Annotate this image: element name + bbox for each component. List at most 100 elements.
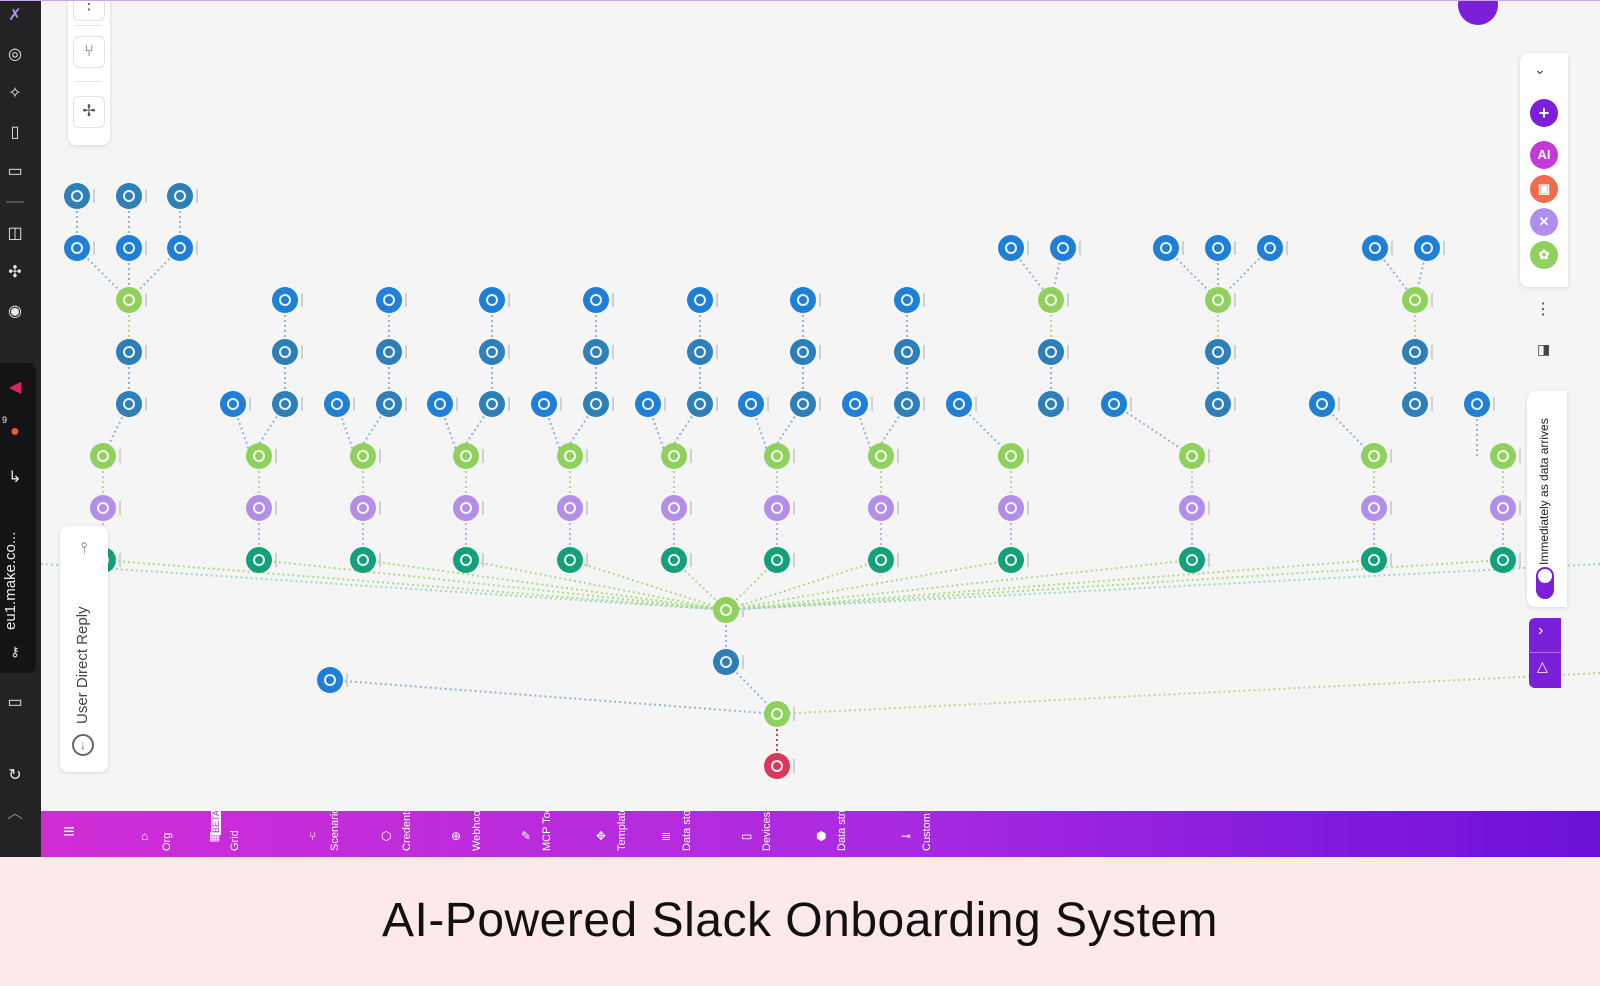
http-module[interactable]: [1153, 235, 1179, 261]
wrench-icon[interactable]: ✕: [1530, 208, 1558, 236]
json-parse-module[interactable]: [998, 495, 1024, 521]
openai-module[interactable]: [350, 547, 376, 573]
data-store-module[interactable]: [583, 339, 609, 365]
json-parse-module[interactable]: [868, 495, 894, 521]
data-store-module[interactable]: [272, 339, 298, 365]
more-vertical-icon[interactable]: ⋮: [1535, 301, 1551, 318]
data-store-module[interactable]: [116, 391, 142, 417]
data-store-module[interactable]: [1038, 339, 1064, 365]
templates-icon[interactable]: ✥: [596, 829, 607, 843]
http-module[interactable]: [1464, 391, 1490, 417]
data-store-module[interactable]: [1402, 339, 1428, 365]
nav-label-custom-apps[interactable]: Custom Apps: [921, 811, 933, 851]
data-store-module[interactable]: [376, 339, 402, 365]
http-module[interactable]: [842, 391, 868, 417]
notes-icon[interactable]: ◨: [1537, 341, 1551, 357]
router-module[interactable]: [998, 443, 1024, 469]
camera-icon[interactable]: ◉: [8, 303, 22, 320]
nav-label-org[interactable]: Org: [161, 832, 173, 851]
openai-module[interactable]: [998, 547, 1024, 573]
router-module[interactable]: [764, 443, 790, 469]
router-module[interactable]: [557, 443, 583, 469]
chevron-up-icon[interactable]: ︿: [6, 805, 23, 822]
triangle-icon[interactable]: △: [1537, 658, 1548, 674]
openai-module[interactable]: [1490, 547, 1516, 573]
puzzle-icon[interactable]: ✣: [8, 264, 22, 281]
http-module[interactable]: [998, 235, 1024, 261]
http-module[interactable]: [1205, 235, 1231, 261]
add-icon[interactable]: +: [1530, 99, 1558, 127]
router-module[interactable]: [1402, 287, 1428, 313]
json-parse-module[interactable]: [1179, 495, 1205, 521]
slack-module[interactable]: [764, 753, 790, 779]
router-module[interactable]: [764, 701, 790, 727]
more-vertical-icon[interactable]: ⋮: [73, 1, 105, 21]
router-module[interactable]: [116, 287, 142, 313]
data-store-module[interactable]: [479, 391, 505, 417]
json-parse-module[interactable]: [246, 495, 272, 521]
http-module[interactable]: [317, 667, 343, 693]
router-module[interactable]: [661, 443, 687, 469]
router-module[interactable]: [1361, 443, 1387, 469]
data-structures-icon[interactable]: ⬢: [816, 829, 827, 843]
devices-icon[interactable]: ▭: [741, 829, 753, 843]
http-module[interactable]: [583, 287, 609, 313]
bookmark-icon[interactable]: ▯: [10, 124, 20, 141]
nav-label-credentials[interactable]: Credentials: [401, 811, 413, 851]
nav-label-templates[interactable]: Templates: [616, 811, 628, 851]
nav-label-data-structures[interactable]: Data structures: [836, 811, 848, 851]
openai-module[interactable]: [246, 547, 272, 573]
router-module[interactable]: [1179, 443, 1205, 469]
auto-align-icon[interactable]: ✢: [73, 96, 105, 128]
openai-module[interactable]: [1179, 547, 1205, 573]
credentials-icon[interactable]: ⬡: [381, 829, 392, 843]
data-store-module[interactable]: [713, 649, 739, 675]
http-module[interactable]: [272, 287, 298, 313]
http-module[interactable]: [427, 391, 453, 417]
tablet-icon[interactable]: ▭: [7, 694, 23, 711]
browser-url[interactable]: eu1.make.co...: [2, 531, 19, 631]
grid-icon[interactable]: ▦: [209, 829, 221, 843]
json-parse-module[interactable]: [661, 495, 687, 521]
nav-label-webhooks[interactable]: Webhooks: [471, 811, 483, 851]
http-module[interactable]: [1362, 235, 1388, 261]
router-module[interactable]: [350, 443, 376, 469]
openai-module[interactable]: [661, 547, 687, 573]
router-module[interactable]: [1038, 287, 1064, 313]
http-module[interactable]: [738, 391, 764, 417]
http-module[interactable]: [479, 287, 505, 313]
data-store-module[interactable]: [894, 391, 920, 417]
nav-label-grid[interactable]: Grid: [229, 830, 241, 851]
json-parse-module[interactable]: [1361, 495, 1387, 521]
openai-module[interactable]: [868, 547, 894, 573]
http-module[interactable]: [376, 287, 402, 313]
data-store-module[interactable]: [790, 339, 816, 365]
data-store-module[interactable]: [790, 391, 816, 417]
settings-icon[interactable]: ✿: [1530, 241, 1558, 269]
http-module[interactable]: [324, 391, 350, 417]
openai-module[interactable]: [453, 547, 479, 573]
scenario-canvas[interactable]: [41, 1, 1600, 809]
make-logo[interactable]: ≡: [63, 821, 75, 843]
data-store-module[interactable]: [116, 339, 142, 365]
data-store-module[interactable]: [1205, 339, 1231, 365]
custom-apps-icon[interactable]: ⊸: [901, 829, 912, 843]
http-module[interactable]: [1309, 391, 1335, 417]
router-module[interactable]: [868, 443, 894, 469]
nav-label-devices[interactable]: Devices: [761, 811, 773, 851]
tools-icon[interactable]: ▣: [1530, 175, 1558, 203]
window-icon[interactable]: ▭: [7, 163, 23, 180]
http-module[interactable]: [220, 391, 246, 417]
data-store-module[interactable]: [1038, 391, 1064, 417]
data-store-module[interactable]: [1402, 391, 1428, 417]
router-module[interactable]: [90, 443, 116, 469]
router-module[interactable]: [1205, 287, 1231, 313]
http-module[interactable]: [116, 235, 142, 261]
json-parse-module[interactable]: [453, 495, 479, 521]
http-module[interactable]: [1101, 391, 1127, 417]
data-store-module[interactable]: [272, 391, 298, 417]
chevron-right-icon[interactable]: ›: [1538, 622, 1544, 639]
mcp-icon[interactable]: ✎: [521, 829, 532, 843]
notebook-icon[interactable]: ◫: [7, 225, 23, 242]
make-triangle-icon[interactable]: ◀: [8, 379, 22, 396]
